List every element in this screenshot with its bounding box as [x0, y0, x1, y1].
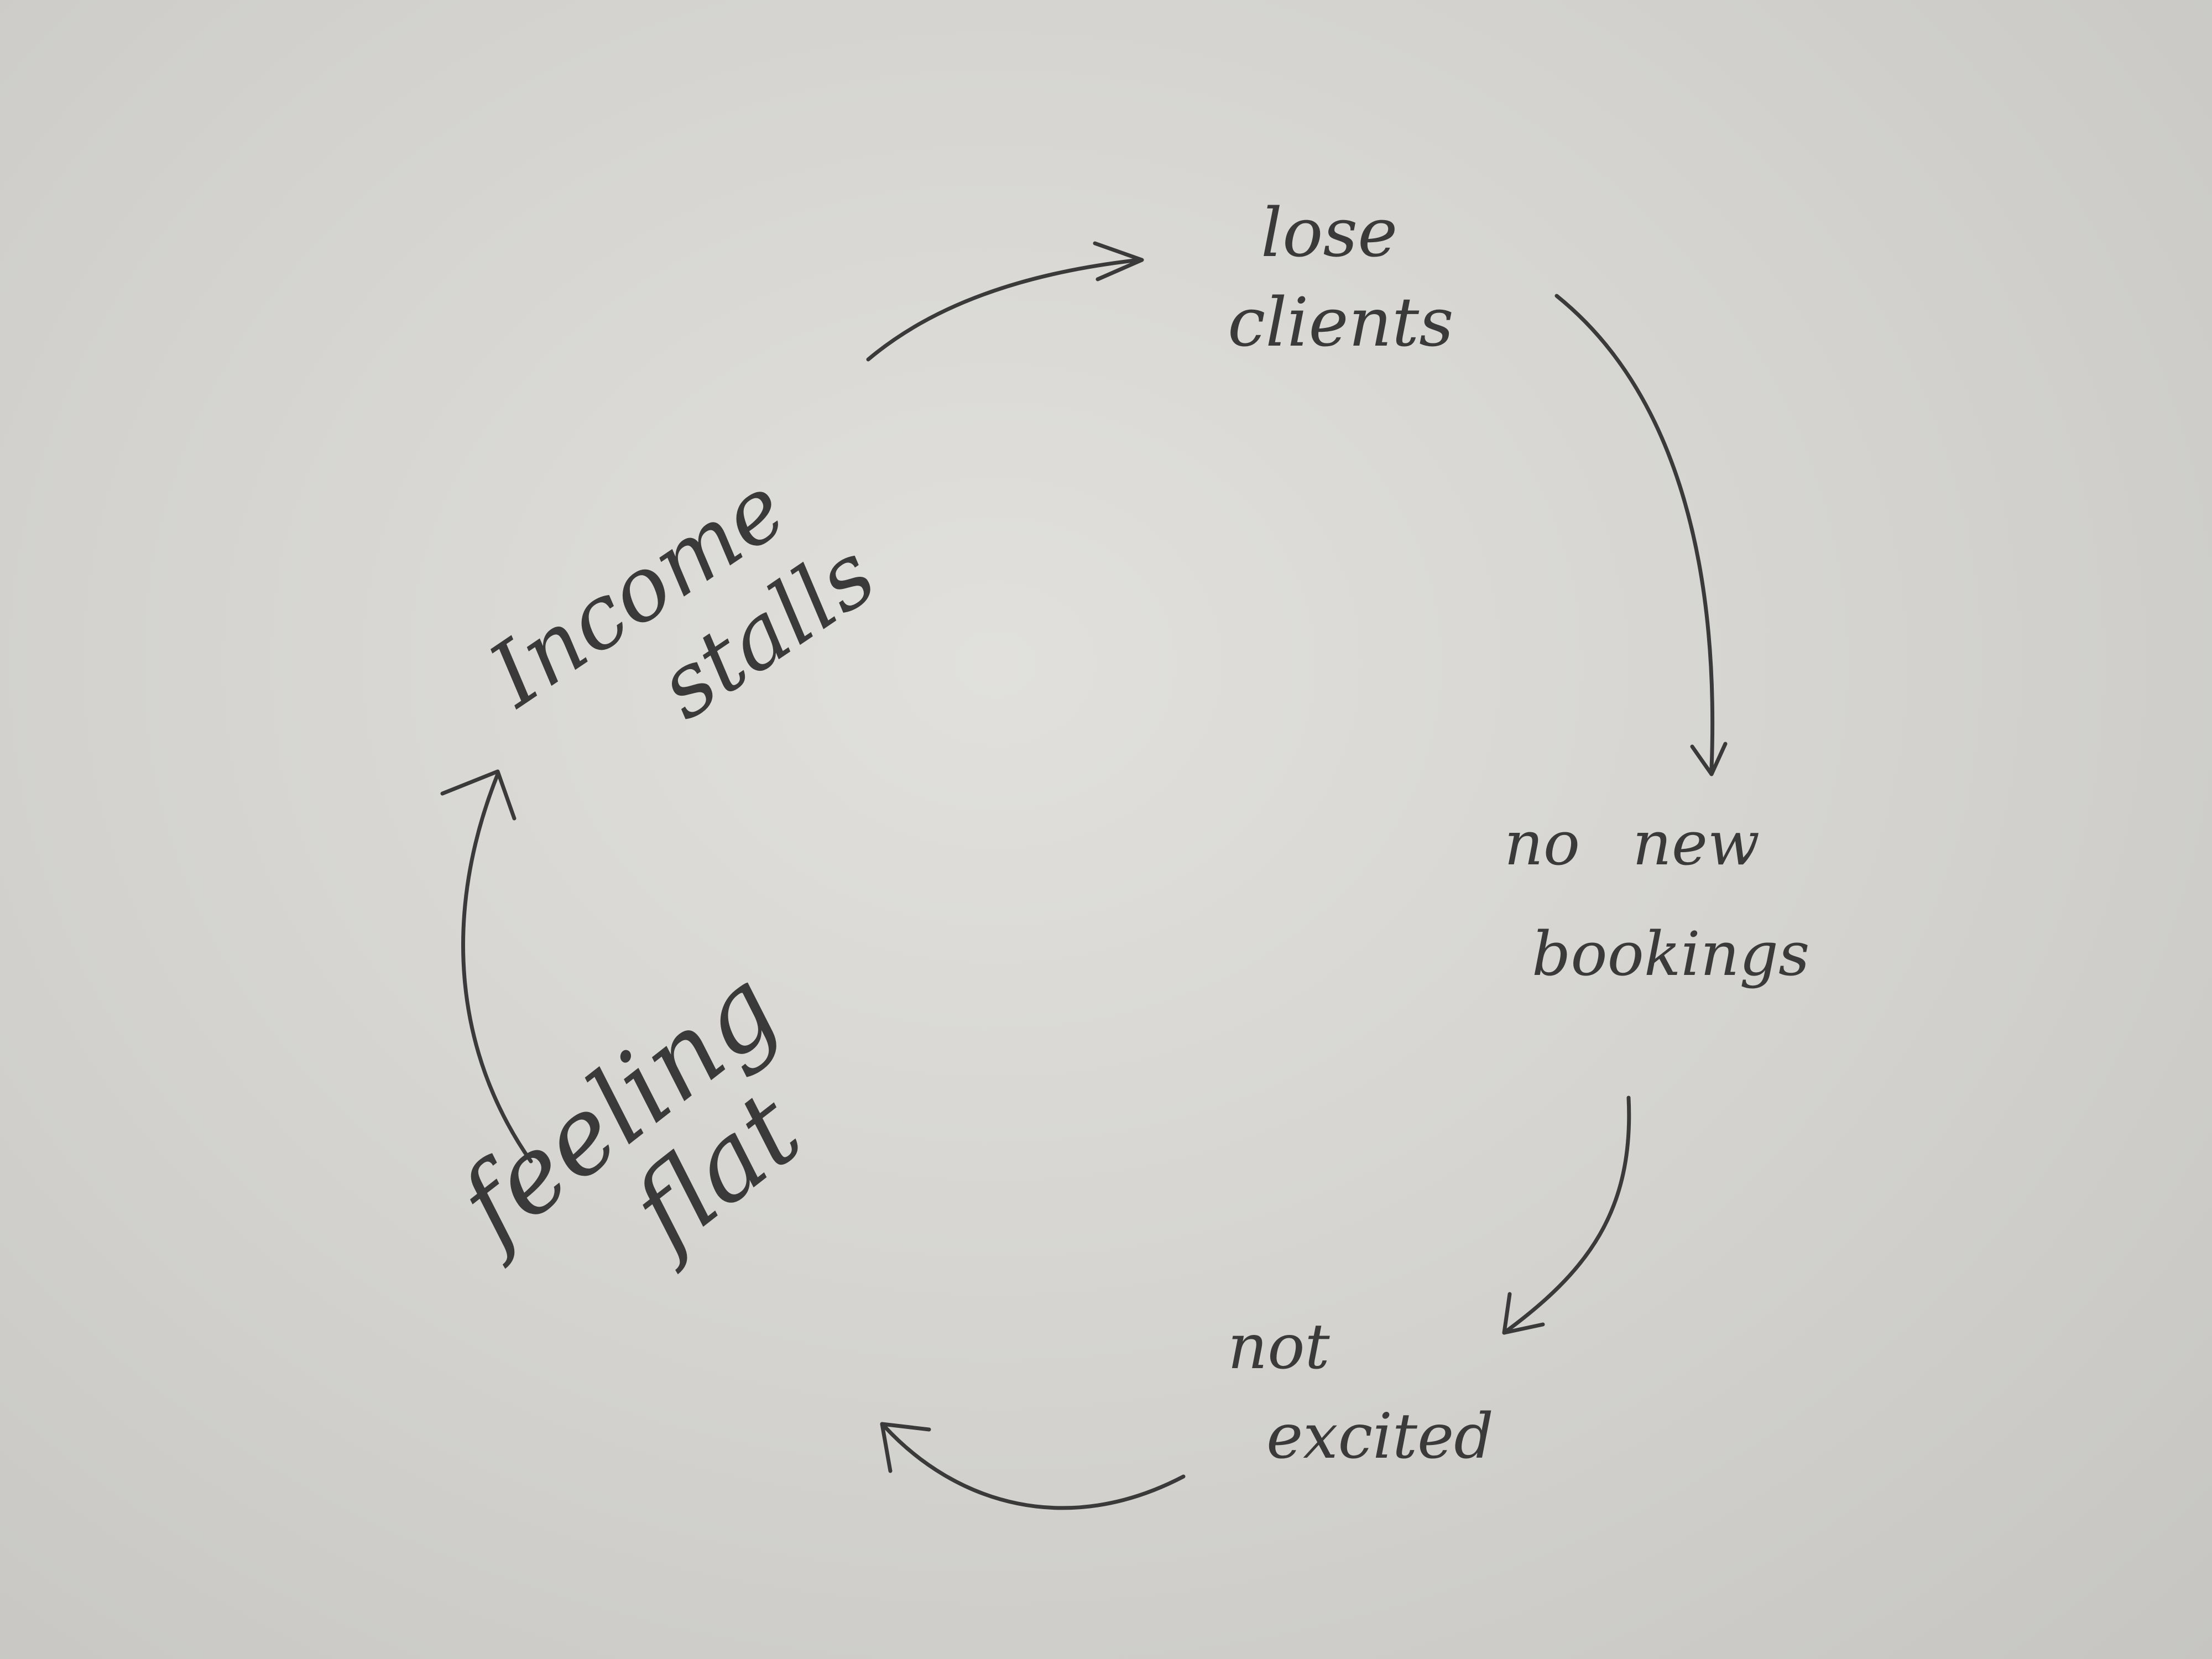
node-label-line: not	[1228, 1311, 1330, 1383]
node-no-new-bookings: no new bookings	[1504, 813, 1809, 984]
node-label-line: bookings	[1532, 919, 1810, 989]
node-label-line: lose	[1261, 194, 1398, 272]
node-label-line: clients	[1228, 283, 1454, 362]
arrowhead-bookings-to-excited	[1502, 1292, 1545, 1335]
node-label-line: excited	[1266, 1401, 1494, 1473]
arrowhead-excited-to-flat	[880, 1422, 931, 1473]
arrow-flat-to-income	[461, 772, 533, 1164]
node-not-excited: not excited	[1228, 1316, 1494, 1468]
arrowhead-income-to-clients	[1093, 241, 1144, 281]
arrowhead-flat-to-income	[440, 769, 517, 821]
arrow-clients-to-bookings	[1554, 294, 1715, 771]
node-lose-clients: lose clients	[1228, 199, 1454, 356]
node-label-line: no new	[1504, 808, 1760, 879]
arrow-income-to-clients	[866, 258, 1141, 362]
arrowhead-clients-to-bookings	[1690, 742, 1728, 776]
arrow-bookings-to-excited	[1502, 1095, 1631, 1335]
arrow-excited-to-flat	[883, 1425, 1186, 1510]
